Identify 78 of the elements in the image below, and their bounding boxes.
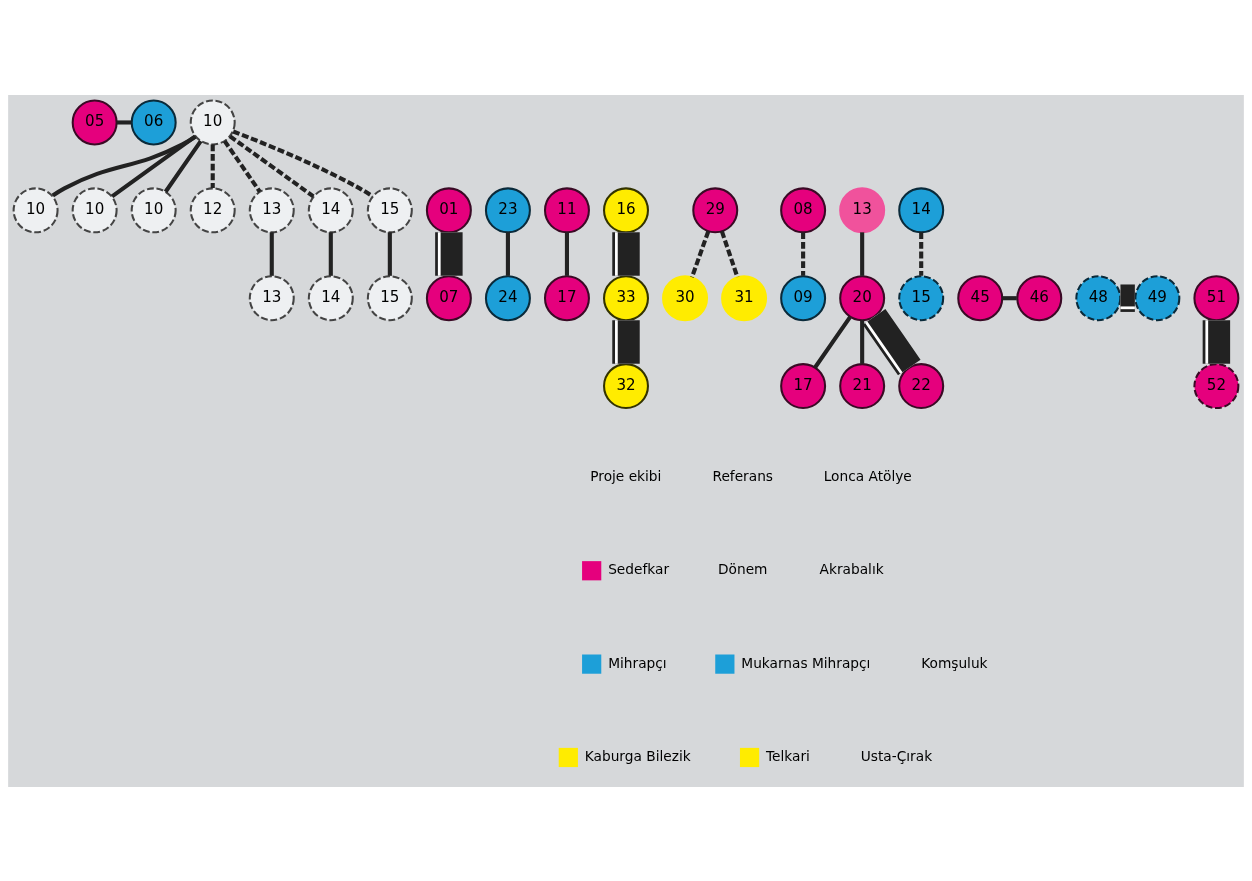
legend-label: Telkari: [766, 747, 810, 764]
legend-label: Akrabalık: [819, 560, 884, 577]
connector: [801, 231, 806, 276]
connector: [110, 134, 197, 198]
connector: [228, 134, 315, 198]
connector: [813, 315, 852, 369]
connector: [862, 308, 921, 375]
connector: [387, 231, 392, 276]
node-circle: 12: [189, 186, 236, 233]
node-circle: 30: [662, 274, 709, 321]
legend-label: Mukarnas Mihrapçı: [741, 654, 871, 671]
node-circle: 45: [957, 274, 1004, 321]
node-circle: 10: [71, 186, 118, 233]
legend-label: Lonca Atölye: [823, 467, 912, 484]
legend-label: Usta-Çırak: [860, 747, 933, 764]
connector: [919, 231, 924, 276]
node-circle: 17: [543, 274, 590, 321]
node-circle: 22: [898, 362, 945, 409]
legend-label: Proje ekibi: [590, 467, 662, 484]
node-circle: 09: [780, 274, 827, 321]
connector: [564, 231, 569, 276]
connector: [51, 134, 197, 197]
connector: [612, 231, 640, 276]
connector: [860, 319, 865, 364]
node-circle: 20: [839, 274, 886, 321]
node-circle: 52: [1193, 362, 1240, 409]
connector: [1002, 295, 1017, 300]
node-circle: 17: [780, 362, 827, 409]
node-circle: 49: [1134, 274, 1181, 321]
connector: [690, 230, 711, 278]
connector: [719, 230, 740, 278]
connector: [1202, 319, 1231, 364]
connector: [435, 231, 463, 276]
legend-label: Komşuluk: [921, 654, 988, 671]
node-circle: 46: [1016, 274, 1063, 321]
connector: [269, 231, 274, 276]
node-circle: 48: [1075, 274, 1122, 321]
node-circle: 16: [603, 186, 649, 233]
node-circle: 13: [248, 186, 295, 233]
node-circle: 11: [543, 186, 590, 233]
legend-label: Sedefkar: [608, 560, 670, 577]
node-circle: 10: [130, 186, 177, 233]
connector: [116, 119, 132, 124]
node-circle: 13: [839, 186, 886, 233]
node-circle: 15: [898, 274, 945, 321]
node-circle: 23: [484, 186, 531, 233]
legend-label: Dönem: [717, 560, 768, 577]
node-circle: 24: [484, 274, 531, 321]
node-circle: 29: [692, 186, 739, 233]
node-circle: 15: [366, 274, 413, 321]
connector: [328, 231, 333, 276]
node-circle: 21: [839, 362, 886, 409]
node-circle: 32: [603, 362, 649, 409]
connector: [163, 139, 203, 193]
legend-label: Mihrapçı: [608, 654, 667, 671]
node-circle: 15: [366, 186, 413, 233]
node-circle: 10: [189, 98, 236, 145]
node-circle: 33: [603, 274, 649, 321]
node-circle: 06: [130, 98, 177, 145]
node-circle: 01: [425, 186, 472, 233]
connector: [505, 231, 510, 276]
connector: [222, 139, 262, 193]
node-circle: 13: [248, 274, 295, 321]
node-circle: 05: [71, 98, 118, 145]
connector: [860, 231, 865, 276]
legend-label: Kaburga Bilezik: [584, 747, 691, 764]
connector: [612, 319, 640, 364]
legend-label: Referans: [712, 467, 774, 484]
node-circle: 10: [12, 186, 59, 233]
node-circle: 14: [307, 186, 354, 233]
connector: [232, 129, 374, 198]
node-circle: 08: [780, 186, 827, 233]
node-circle: 14: [307, 274, 354, 321]
node-circle: 31: [721, 274, 768, 321]
node-circle: 51: [1193, 274, 1240, 321]
node-circle: 14: [898, 186, 945, 233]
connector: [210, 143, 215, 188]
node-circle: 07: [425, 274, 472, 321]
